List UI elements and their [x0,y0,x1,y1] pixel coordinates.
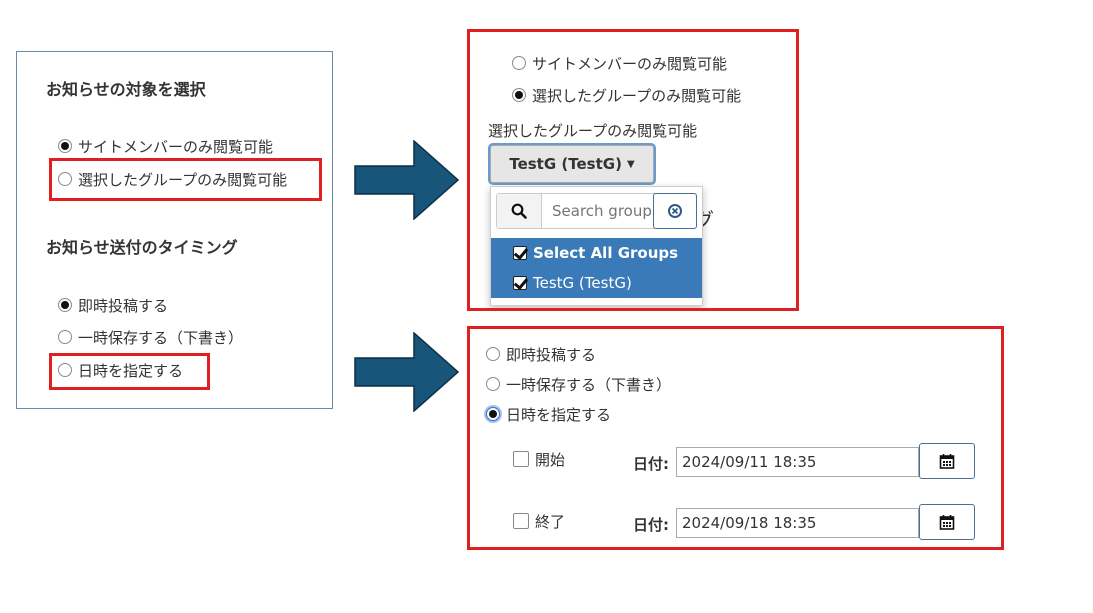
group-field-label: 選択したグループのみ閲覧可能 [488,122,698,140]
menu-item-select-all[interactable]: Select All Groups [491,238,702,268]
start-calendar-button[interactable] [919,443,975,479]
radio-label: 日時を指定する [506,405,612,424]
end-date-label: 日付: [633,516,669,534]
clear-icon [668,204,682,218]
menu-item-label: Select All Groups [533,244,679,262]
radio-schedule[interactable]: 日時を指定する [486,403,611,425]
radio-button[interactable] [512,56,526,70]
group-selection-panel: サイトメンバーのみ閲覧可能 選択したグループのみ閲覧可能 選択したグループのみ閲… [467,29,799,311]
left-settings-panel: お知らせの対象を選択 サイトメンバーのみ閲覧可能 選択したグループのみ閲覧可能 … [16,51,333,409]
radio-label: 即時投稿する [506,345,597,364]
radio-button[interactable] [58,298,72,312]
radio-schedule[interactable]: 日時を指定する [58,359,183,381]
highlight-box [49,158,322,201]
radio-button[interactable] [486,347,500,361]
start-checkbox[interactable] [513,451,529,467]
radio-label: 即時投稿する [78,296,169,315]
arrow-right-icon [354,332,459,412]
menu-item-label: TestG (TestG) [533,274,632,292]
calendar-icon [939,515,955,530]
radio-site-members[interactable]: サイトメンバーのみ閲覧可能 [512,52,727,74]
radio-button[interactable] [58,330,72,344]
radio-site-members[interactable]: サイトメンバーのみ閲覧可能 [58,135,273,157]
radio-button[interactable] [58,172,72,186]
timing-heading: お知らせ送付のタイミング [46,238,238,257]
start-label: 開始 [535,450,566,469]
radio-button[interactable] [58,139,72,153]
schedule-panel: 即時投稿する 一時保存する（下書き） 日時を指定する 開始 日付: 2024/0… [467,326,1004,550]
end-label: 終了 [535,512,566,531]
clear-search-button[interactable] [653,193,697,229]
radio-button[interactable] [486,377,500,391]
radio-label: 日時を指定する [78,361,184,380]
radio-label: 選択したグループのみ閲覧可能 [78,170,288,189]
end-checkbox[interactable] [513,513,529,529]
group-dropdown-menu: Select All Groups TestG (TestG) [490,186,703,306]
end-calendar-button[interactable] [919,504,975,540]
search-icon [497,194,542,228]
start-date-label: 日付: [633,455,669,473]
checkbox[interactable] [513,246,527,260]
radio-label: 選択したグループのみ閲覧可能 [532,86,742,105]
radio-label: サイトメンバーのみ閲覧可能 [532,54,728,73]
radio-post-now[interactable]: 即時投稿する [486,343,596,365]
group-search-box [496,193,697,229]
start-checkbox-row[interactable]: 開始 [513,448,565,470]
menu-item-testg[interactable]: TestG (TestG) [491,268,702,298]
radio-label: 一時保存する（下書き） [506,375,672,394]
radio-button[interactable] [512,88,526,102]
target-heading: お知らせの対象を選択 [46,80,206,99]
radio-post-now[interactable]: 即時投稿する [58,294,168,316]
end-date-input[interactable]: 2024/09/18 18:35 [676,508,919,538]
calendar-icon [939,454,955,469]
radio-label: 一時保存する（下書き） [78,328,244,347]
radio-selected-groups[interactable]: 選択したグループのみ閲覧可能 [58,168,287,190]
start-date-input[interactable]: 2024/09/11 18:35 [676,447,919,477]
arrow-right-icon [354,140,459,220]
group-search-input[interactable] [542,194,654,228]
radio-selected-groups[interactable]: 選択したグループのみ閲覧可能 [512,84,741,106]
dropdown-label: TestG (TestG) [509,155,622,173]
radio-label: サイトメンバーのみ閲覧可能 [78,137,274,156]
group-dropdown-button[interactable]: TestG (TestG) ▼ [490,145,654,183]
checkbox[interactable] [513,276,527,290]
radio-draft[interactable]: 一時保存する（下書き） [486,373,671,395]
radio-button[interactable] [58,363,72,377]
end-checkbox-row[interactable]: 終了 [513,510,565,532]
radio-button[interactable] [486,407,500,421]
radio-draft[interactable]: 一時保存する（下書き） [58,326,243,348]
highlight-box [49,353,210,390]
caret-down-icon: ▼ [626,158,635,170]
